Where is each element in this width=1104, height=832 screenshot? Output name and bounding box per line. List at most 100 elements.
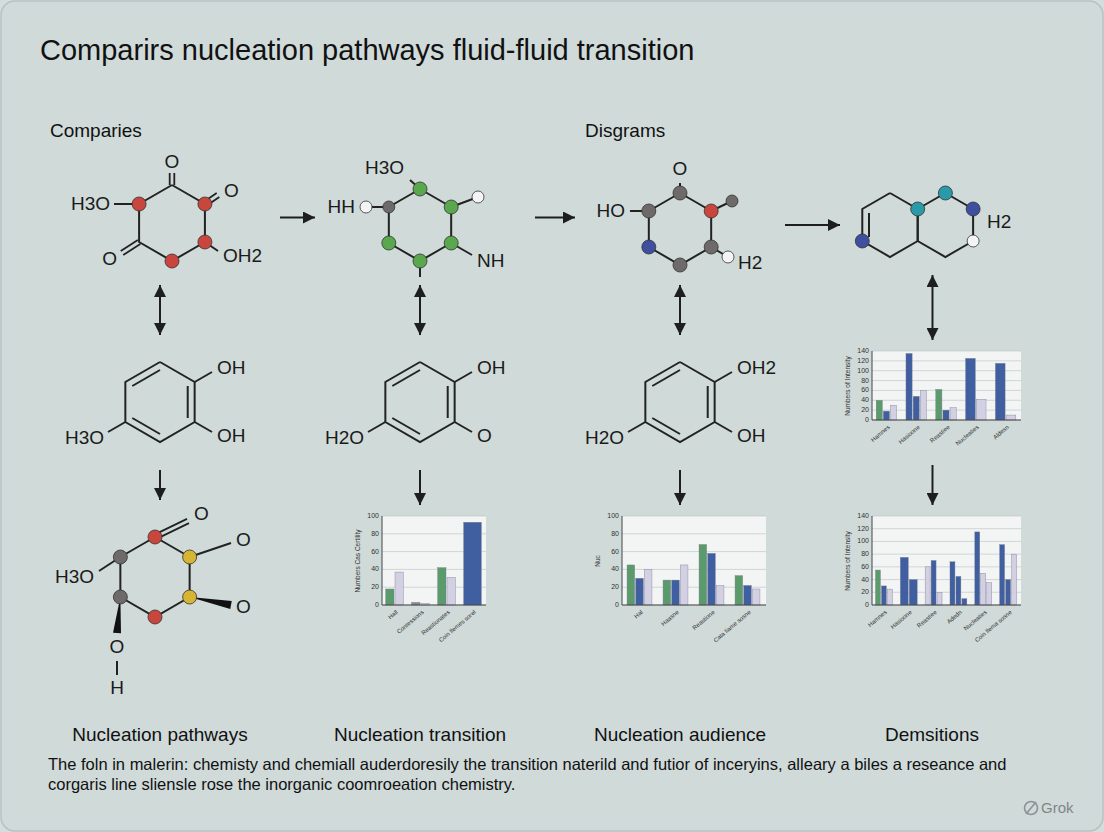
chart-bar (950, 408, 956, 420)
axis-tick: 80 (861, 550, 869, 558)
chart-gridline (622, 516, 766, 517)
ring-bond (918, 193, 973, 257)
ring-bond (139, 185, 205, 261)
axis-label: Hasioone (890, 609, 914, 630)
atom-circle (382, 236, 396, 250)
atom-circle (132, 197, 146, 211)
axis-tick: 80 (861, 377, 869, 385)
single-bond (368, 422, 385, 432)
chart-bar (672, 580, 680, 605)
atom-circle (642, 204, 656, 218)
axis-tick: 120 (857, 357, 869, 365)
atom-label: O (165, 152, 180, 173)
chart-bar (937, 592, 942, 605)
chart-bar (966, 358, 976, 420)
chart-bar (464, 522, 482, 605)
watermark-icon (1025, 802, 1038, 815)
atom-label: OH2 (223, 246, 262, 267)
chart-bar (883, 411, 889, 420)
atom-label: HO (597, 201, 626, 222)
flow-arrow (419, 470, 421, 505)
section-heading: Comparies (50, 120, 142, 142)
chart-gridline (622, 533, 766, 534)
atom-circle (967, 235, 979, 247)
chart-gridline (622, 605, 766, 606)
chart-bar (909, 580, 917, 605)
bar-chart: 100806040200Numbers Cas CertilityHallCon… (350, 510, 490, 645)
chart-bar (1006, 415, 1016, 420)
atom-label: O (477, 426, 492, 447)
chart-axis (872, 516, 873, 605)
axis-title: Numbers of Intensity (844, 356, 851, 416)
atom-label: H2 (987, 212, 1011, 233)
axis-tick: 120 (857, 525, 869, 533)
chart-gridline (872, 579, 1021, 580)
chart-gridline (872, 351, 1021, 352)
chart-bar (976, 399, 986, 420)
axis-tick: 0 (865, 416, 869, 424)
axis-tick: 20 (861, 588, 869, 596)
chart-bar (699, 544, 707, 605)
bar-chart: 140120100806040200Numbers of IntensityHa… (840, 345, 1025, 460)
bar-chart: 140120100806040200Numbers of IntensityHa… (840, 510, 1025, 645)
atom-circle (855, 234, 869, 248)
single-bond (868, 213, 870, 237)
chart-gridline (622, 569, 766, 570)
atom-circle (472, 191, 484, 203)
axis-tick: 100 (857, 538, 869, 546)
section-heading: Disgrams (585, 120, 665, 142)
atom-label: OH (477, 358, 506, 379)
chart-bar (708, 553, 716, 605)
chart-bar (956, 576, 961, 605)
chart-bar (438, 568, 446, 605)
axis-label: Cata liame sosne (712, 609, 752, 644)
axis-label: Hamnes (867, 609, 888, 628)
axis-tick: 20 (611, 583, 619, 591)
atom-label: OH (217, 426, 246, 447)
ring-bond (649, 193, 711, 265)
atom-label: O (236, 530, 251, 551)
figure-canvas (350, 510, 490, 645)
atom-circle (198, 235, 212, 249)
axis-tick: 0 (615, 601, 619, 609)
atom-label: H (110, 678, 124, 699)
chart-bar (627, 565, 635, 605)
atom-label: H2O (585, 428, 624, 449)
chart-bar (680, 565, 688, 605)
chart-bar (950, 562, 955, 605)
chart-gridline (872, 554, 1021, 555)
axis-label: Reastione (691, 609, 716, 631)
chart-bar (735, 576, 743, 605)
chart-bar (395, 572, 403, 605)
atom-circle (148, 610, 162, 624)
chart-bar (752, 589, 760, 605)
atom-circle (642, 240, 656, 254)
axis-tick: 140 (857, 512, 869, 520)
axis-tick: 40 (861, 396, 869, 404)
axis-label: Hamnes (870, 424, 891, 443)
chart-bar (876, 400, 882, 420)
atom-circle (413, 182, 427, 196)
axis-tick: 40 (371, 566, 379, 574)
single-bond (715, 422, 732, 432)
axis-tick: 60 (861, 563, 869, 571)
atom-label: O (673, 159, 688, 180)
chart-bar (913, 396, 919, 420)
column-caption: Nucleation transition (334, 724, 506, 746)
chart-gridline (382, 605, 486, 606)
chart-bar (744, 585, 752, 605)
single-bond (652, 418, 680, 434)
chart-bar (716, 585, 724, 605)
single-bond (455, 372, 472, 382)
chart-bar (987, 583, 992, 605)
axis-tick: 140 (857, 347, 869, 355)
atom-circle (722, 251, 734, 263)
chart-gridline (622, 551, 766, 552)
single-bond (132, 370, 160, 386)
atom-label: H2 (738, 253, 762, 274)
chart-gridline (872, 360, 1021, 361)
column-caption: Nucleation pathways (72, 724, 247, 746)
chart-bar (644, 569, 652, 605)
chart-bar (1012, 554, 1017, 605)
